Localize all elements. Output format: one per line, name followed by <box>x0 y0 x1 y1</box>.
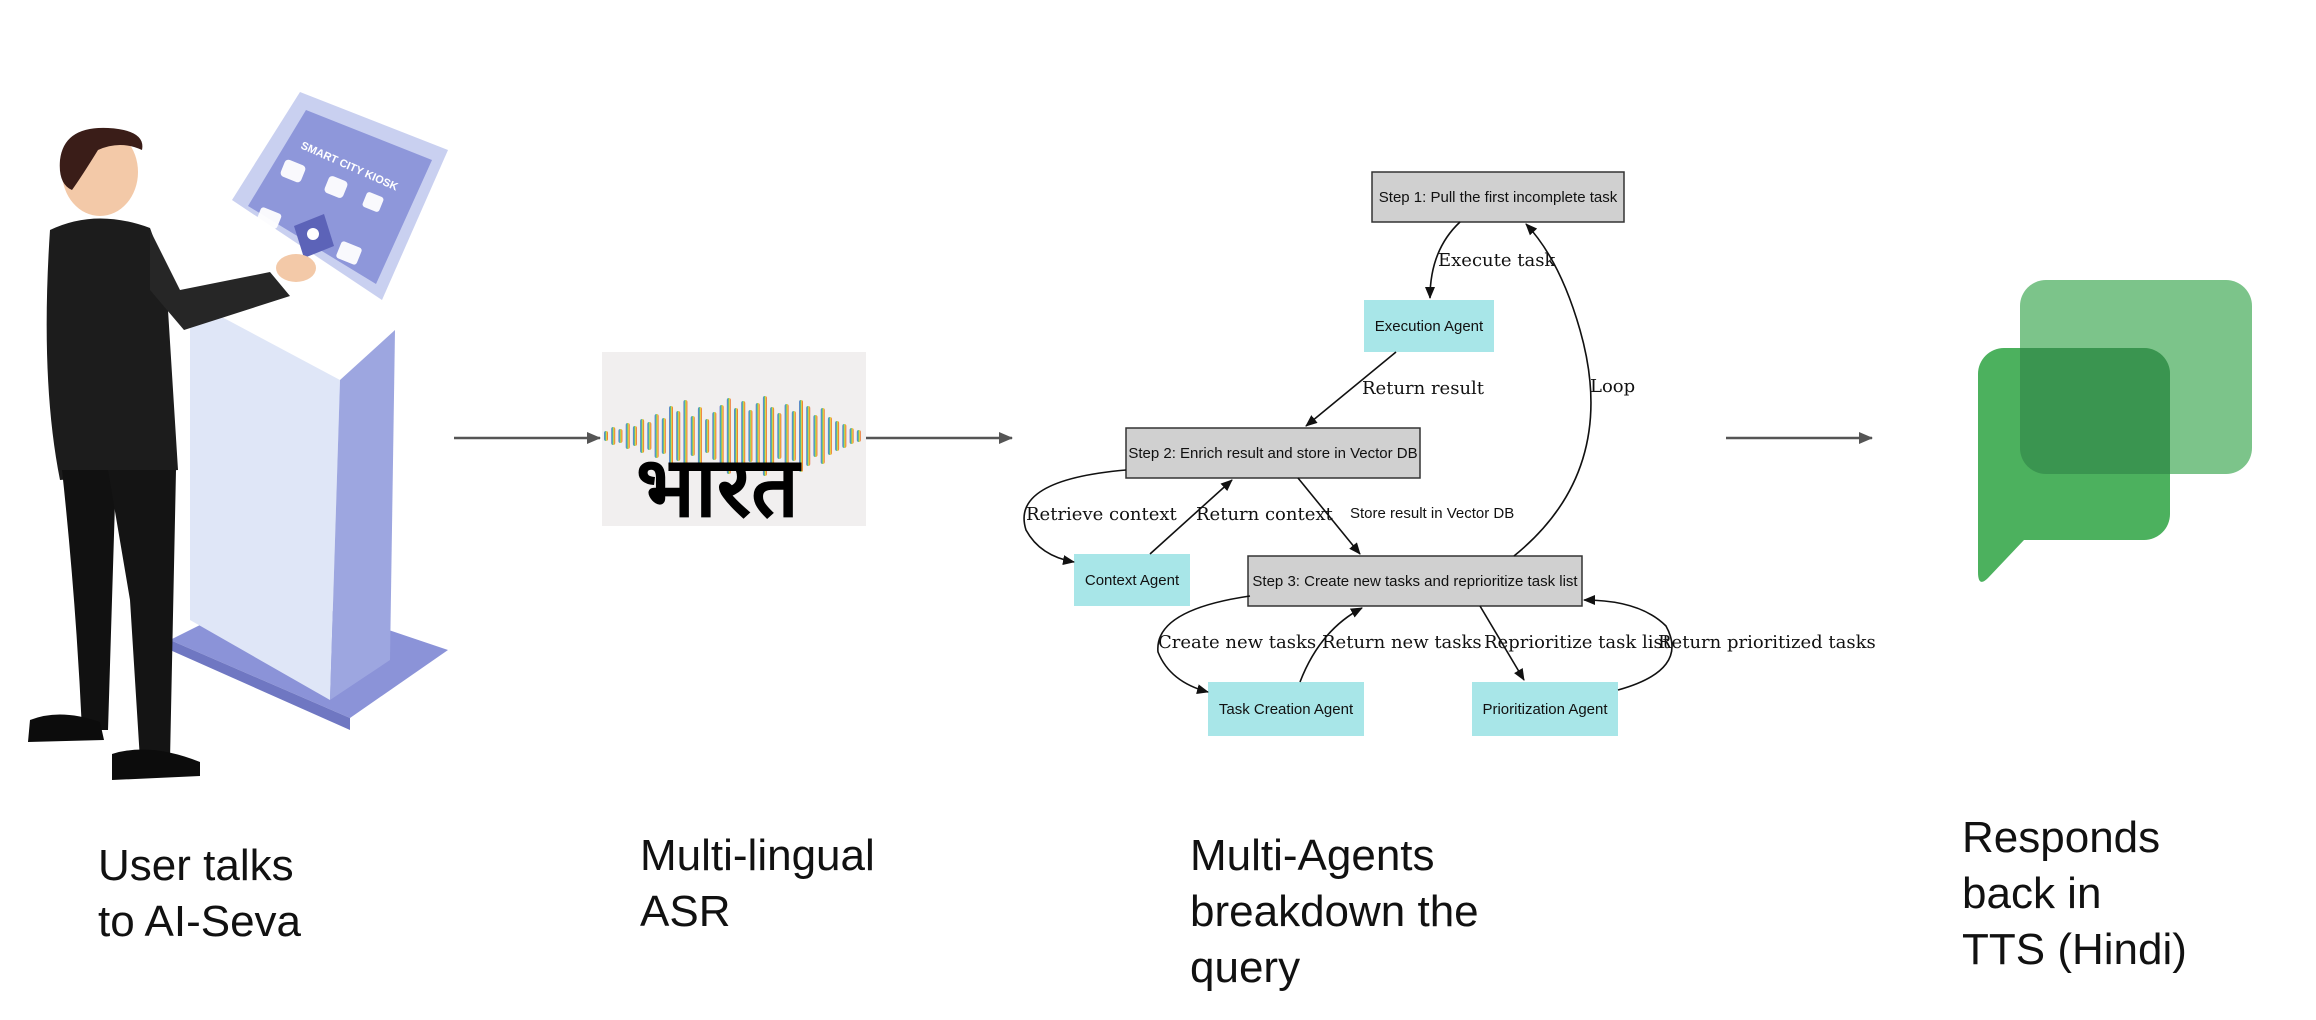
edge-store-result <box>1297 477 1361 555</box>
waveform-bar <box>654 414 659 458</box>
chat-bubble-icon <box>1978 280 2252 582</box>
waveform-bar <box>705 419 710 453</box>
waveform-bar <box>604 431 608 441</box>
waveform-bar <box>697 407 702 465</box>
waveform-bar <box>820 408 825 464</box>
edge-execute-task <box>1425 221 1461 299</box>
stage-label-user: User talks to AI-Seva <box>98 841 302 946</box>
execution-agent-box <box>1364 300 1494 352</box>
waveform-bar <box>849 428 854 444</box>
waveform-bar <box>625 423 630 449</box>
waveform-bar <box>669 406 673 466</box>
edge-label-return-context: Return context <box>1196 504 1333 525</box>
waveform-bar <box>618 429 623 443</box>
waveform-bar <box>770 407 775 465</box>
waveform-bar <box>632 426 637 446</box>
step-3-label: Step 3: Create new tasks and reprioritiz… <box>1252 573 1578 590</box>
edge-retrieve-context <box>1023 469 1127 566</box>
kiosk-illustration: SMART CITY KIOSK <box>28 92 448 780</box>
task-creation-agent-label: Task Creation Agent <box>1219 701 1354 718</box>
edge-return-new-tasks <box>1299 607 1363 683</box>
edge-label-execute-task: Execute task <box>1438 250 1556 271</box>
waveform-bar <box>784 404 789 468</box>
waveform-graphic <box>604 396 861 476</box>
edge-loop <box>1513 223 1592 557</box>
waveform-bar <box>762 396 767 476</box>
stage-label-tts: Responds back in TTS (Hindi) <box>1962 813 2187 974</box>
step-3-box <box>1247 555 1583 607</box>
edge-reprioritize <box>1479 605 1525 681</box>
waveform-bar <box>791 411 796 461</box>
step-1-box <box>1371 171 1625 223</box>
waveform-bar <box>712 412 717 460</box>
waveform-bar <box>835 421 840 451</box>
waveform-bar <box>741 401 746 471</box>
stage-label-asr: Multi-lingual ASR <box>640 831 875 936</box>
waveform-bar <box>813 415 818 457</box>
step-2-label: Step 2: Enrich result and store in Vecto… <box>1128 445 1417 462</box>
step-2-box <box>1125 427 1421 479</box>
waveform-bar <box>726 398 731 474</box>
context-agent-label: Context Agent <box>1085 572 1180 589</box>
waveform-bar <box>806 406 811 466</box>
execution-agent-label: Execution Agent <box>1375 318 1484 335</box>
prioritization-agent-label: Prioritization Agent <box>1482 701 1608 718</box>
edge-label-store-result: Store result in Vector DB <box>1350 505 1514 522</box>
edge-return-context <box>1149 479 1233 555</box>
user-figure <box>28 127 316 780</box>
edge-create-new-tasks <box>1157 595 1251 695</box>
waveform-bar <box>799 400 803 472</box>
stage-label-agents: Multi-Agents breakdown the query <box>1190 831 1479 992</box>
waveform-bar <box>748 410 753 462</box>
waveform-bar <box>734 408 738 464</box>
asr-script-text: भारत <box>636 438 802 536</box>
edge-label-return-result: Return result <box>1362 378 1485 399</box>
waveform-bar <box>690 416 695 456</box>
waveform-bar <box>827 417 832 455</box>
waveform-bar <box>611 427 616 445</box>
waveform-bar <box>719 405 724 467</box>
task-creation-agent-box <box>1208 682 1364 736</box>
waveform-bar <box>755 403 760 469</box>
waveform-bar <box>640 419 645 453</box>
edge-label-retrieve-context: Retrieve context <box>1026 504 1178 525</box>
waveform-bar <box>661 418 666 454</box>
agent-flow-diagram: Step 1: Pull the first incomplete task S… <box>1023 171 1876 736</box>
context-agent-box <box>1074 554 1190 606</box>
waveform-bar <box>856 430 861 442</box>
edge-label-return-new-tasks: Return new tasks <box>1322 632 1482 653</box>
waveform-bar <box>777 413 782 459</box>
edge-label-create-new-tasks: Create new tasks <box>1158 632 1316 653</box>
waveform-bar <box>683 400 688 472</box>
waveform-bar <box>647 422 652 450</box>
edge-label-reprioritize: Reprioritize task list <box>1484 632 1671 653</box>
asr-logo: भारत <box>602 352 866 536</box>
waveform-bar <box>842 424 847 448</box>
edge-return-result <box>1305 351 1397 427</box>
step-1-label: Step 1: Pull the first incomplete task <box>1379 189 1618 206</box>
prioritization-agent-box <box>1472 682 1618 736</box>
edge-label-return-prioritized: Return prioritized tasks <box>1658 632 1876 653</box>
waveform-bar <box>676 411 681 461</box>
edge-return-prioritized <box>1583 595 1673 691</box>
edge-label-loop: Loop <box>1590 376 1635 397</box>
